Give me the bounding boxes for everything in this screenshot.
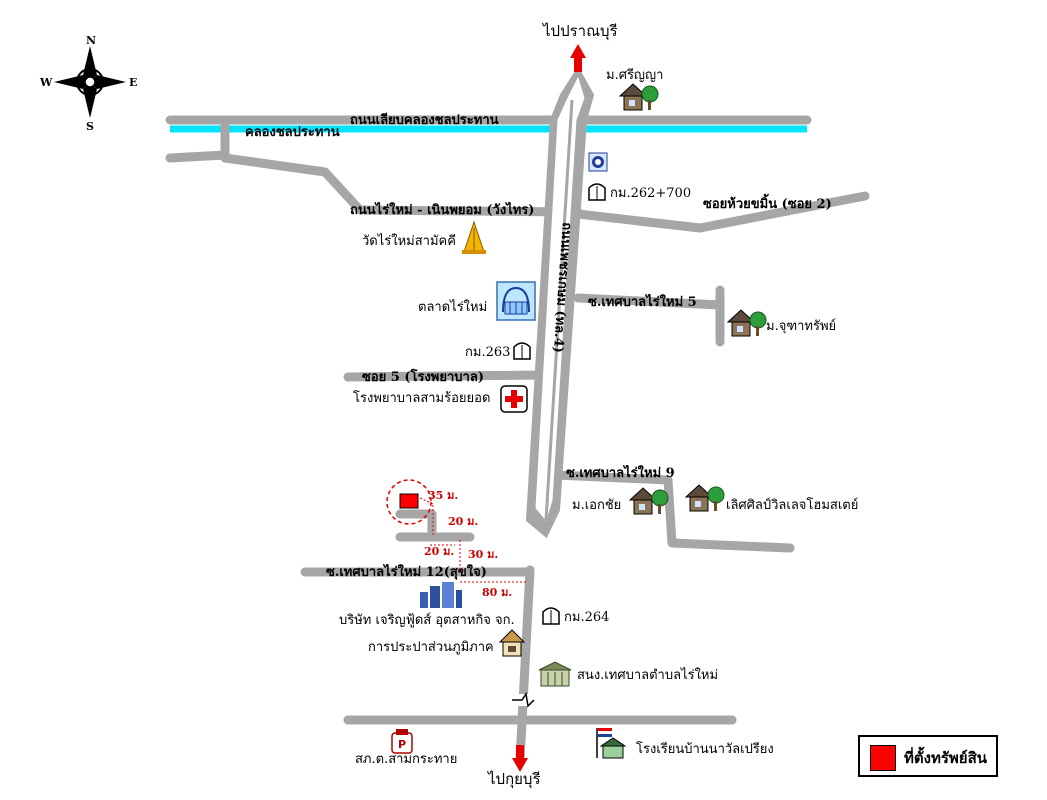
house-tree-icon: [628, 487, 669, 515]
distance-80-label: 80 ม.: [482, 586, 512, 599]
compass-n: N: [86, 34, 96, 47]
access-lane-line: [395, 509, 475, 542]
road-break-icon: [512, 692, 536, 708]
market-label: ตลาดไร่ใหม่: [418, 299, 487, 315]
km264-label: กม.264: [564, 610, 609, 625]
house-tree-icon: [726, 309, 767, 337]
excellent-label: เลิศศิลป์วิลเลจโฮมสเตย์: [726, 497, 858, 513]
distance-30-label: 30 ม.: [468, 548, 498, 561]
tessaban9-road-line: [551, 470, 795, 553]
company-label: บริษัท เจริญฟู้ดส์ อุตสาหกิจ จก.: [339, 612, 515, 628]
highway-south-line: [515, 565, 535, 765]
house-tree-icon: [618, 83, 659, 111]
tessaban5-road-line: [573, 285, 725, 347]
tessaban5-label: ซ.เทศบาลไร่ใหม่ 5: [588, 293, 697, 310]
kilometer-stone-icon: [588, 183, 606, 201]
police-label: สภ.ต.สามกระทาย: [355, 752, 457, 767]
svg-text:P: P: [398, 738, 406, 751]
distance-markers: [419, 497, 528, 583]
compass-w: W: [39, 76, 53, 89]
ekachai-label: ม.เอกชัย: [572, 498, 621, 513]
north-arrow-icon: [570, 44, 586, 72]
compass-e: E: [129, 76, 137, 89]
school-flag-icon: [596, 728, 627, 759]
market-icon: [496, 281, 536, 321]
kilometer-stone-icon: [542, 607, 560, 625]
distance-20b-label: 20 ม.: [424, 545, 454, 558]
north-direction-label: ไปปราณบุรี: [542, 22, 618, 41]
property-marker-icon: [386, 479, 432, 525]
municipal-office-icon: [538, 661, 572, 687]
canal-label: คลองชลประทาน: [245, 125, 340, 140]
soi5-label: ซอย 5 (โรงพยาบาล): [362, 368, 484, 385]
hospital-cross-icon: [500, 385, 528, 413]
south-direction-label: ไปกุยบุรี: [487, 770, 541, 789]
soi5-road-line: [343, 370, 550, 382]
kilometer-stone-icon: [513, 342, 531, 360]
huai-khamin-label: ซอยห้วยขมิ้น (ซอย 2): [703, 193, 832, 212]
temple-icon: [462, 220, 486, 254]
compass-rose-icon: N S E W: [39, 34, 137, 133]
wat-label: วัดไร่ใหม่สามัคคี: [362, 233, 456, 249]
legend-swatch: [870, 745, 896, 771]
south-arrow-icon: [512, 745, 528, 772]
legend-box: ที่ตั้งทรัพย์สิน: [858, 735, 998, 777]
police-sign-icon: P: [391, 729, 413, 754]
rai-mai-road-line: [165, 115, 583, 217]
school-label: โรงเรียนบ้านนาวัลเปรียง: [636, 741, 774, 757]
distance-35-label: 35 ม.: [428, 489, 458, 502]
waterworks-label: การประปาส่วนภูมิภาค: [368, 640, 494, 655]
rai-mai-road-label: ถนนไร่ใหม่ - เนินพยอม (วังไทร): [350, 201, 534, 218]
compass-s: S: [86, 120, 94, 133]
tessaban9-label: ซ.เทศบาลไร่ใหม่ 9: [566, 464, 675, 481]
distance-20a-label: 20 ม.: [448, 515, 478, 528]
highway-line: [525, 66, 595, 539]
jutha-label: ม.จุฑาทรัพย์: [766, 318, 836, 334]
office-building-icon: [420, 582, 462, 608]
hospital-label: โรงพยาบาลสามร้อยยอด: [353, 390, 490, 406]
tessaban12-label: ซ.เทศบาลไร่ใหม่ 12(สุขใจ): [326, 563, 487, 580]
road-network: [165, 115, 870, 765]
legend-label: ที่ตั้งทรัพย์สิน: [904, 749, 987, 767]
waterworks-icon: [498, 629, 526, 657]
km263-label: กม.263: [465, 345, 510, 360]
house-tree-icon: [684, 484, 725, 512]
canal-road-label: ถนนเลียบคลองชลประทาน: [350, 112, 499, 128]
km262-label: กม.262+700: [610, 186, 691, 201]
sriya-label: ม.ศรีญญา: [606, 67, 663, 83]
municipal-label: สนง.เทศบาลตำบลไร่ใหม่: [577, 667, 718, 683]
government-seal-icon: [588, 152, 608, 172]
huai-khamin-road-line: [573, 191, 870, 233]
